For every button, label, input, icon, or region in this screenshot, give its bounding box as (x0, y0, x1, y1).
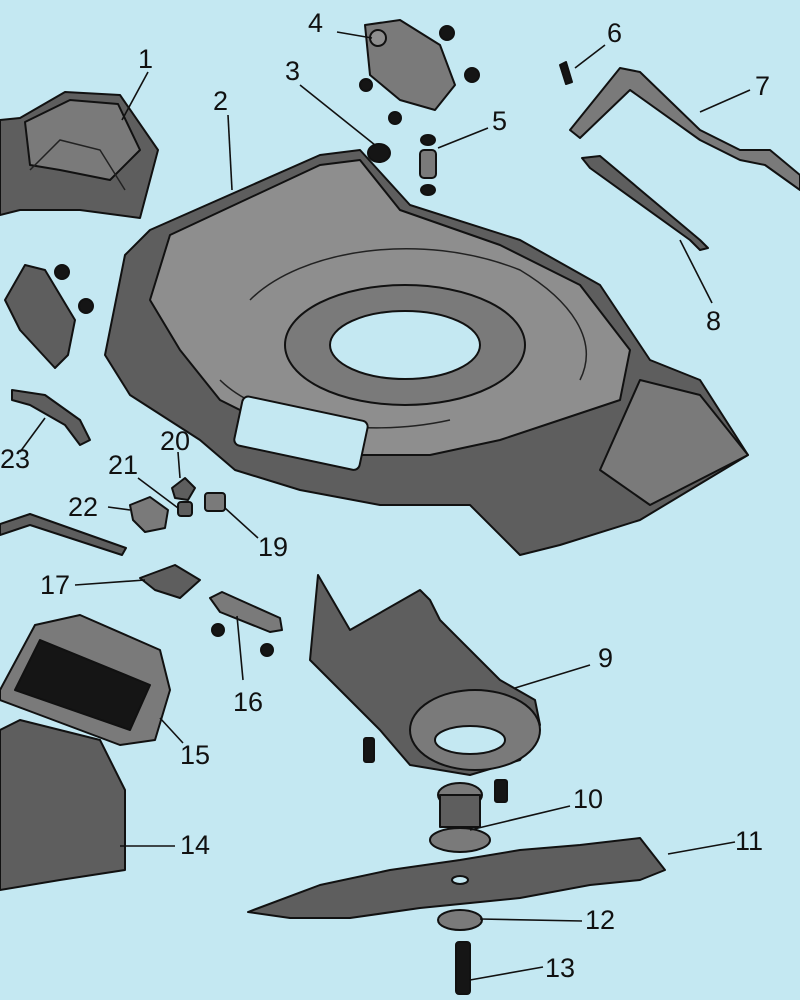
part-20-clip (171, 477, 196, 501)
leader-lines (19, 31, 751, 981)
label-2: 2 (213, 86, 228, 116)
label-17: 17 (40, 570, 70, 600)
part-21-clip (177, 501, 193, 517)
part-axle-rod (0, 513, 127, 556)
label-21: 21 (108, 450, 138, 480)
part-4-hinge-bracket (359, 19, 480, 125)
part-17-lever (139, 564, 201, 599)
label-19: 19 (258, 532, 288, 562)
part-13-bolt (455, 941, 471, 995)
part-12-washer (437, 909, 483, 931)
label-13: 13 (545, 953, 575, 983)
part-22-latch (129, 496, 169, 533)
label-6: 6 (607, 18, 622, 48)
part-16-bracket (209, 591, 283, 657)
label-9: 9 (598, 643, 613, 673)
label-12: 12 (585, 905, 615, 935)
label-5: 5 (492, 106, 507, 136)
label-7: 7 (755, 71, 770, 101)
label-1: 1 (138, 44, 153, 74)
part-3-knob (367, 143, 391, 163)
part-15-grille (0, 614, 171, 746)
callout-labels: 1 2 3 4 5 6 7 8 9 10 11 12 13 14 15 16 1… (0, 8, 770, 983)
part-2-deck-housing (104, 149, 749, 556)
label-16: 16 (233, 687, 263, 717)
label-23: 23 (0, 444, 30, 474)
part-9-blade-housing (309, 574, 541, 776)
part-6-pin (559, 61, 573, 85)
part-7-rod (569, 67, 800, 191)
part-1-rear-cover (0, 91, 159, 219)
label-20: 20 (160, 426, 190, 456)
part-left-bracket (4, 264, 94, 369)
part-11-blade (247, 837, 666, 919)
label-4: 4 (308, 8, 323, 38)
label-11: 11 (735, 826, 763, 856)
label-15: 15 (180, 740, 210, 770)
label-14: 14 (180, 830, 210, 860)
label-3: 3 (285, 56, 300, 86)
part-19-clip (204, 492, 226, 512)
part-5-spring (419, 134, 437, 196)
label-10: 10 (573, 784, 603, 814)
part-14-bag-frame (0, 719, 126, 891)
part-10-hub-adapter (429, 779, 508, 853)
part-23-comb-strip (11, 389, 91, 446)
label-8: 8 (706, 306, 721, 336)
part-8-spring-rod (581, 155, 709, 251)
label-22: 22 (68, 492, 98, 522)
